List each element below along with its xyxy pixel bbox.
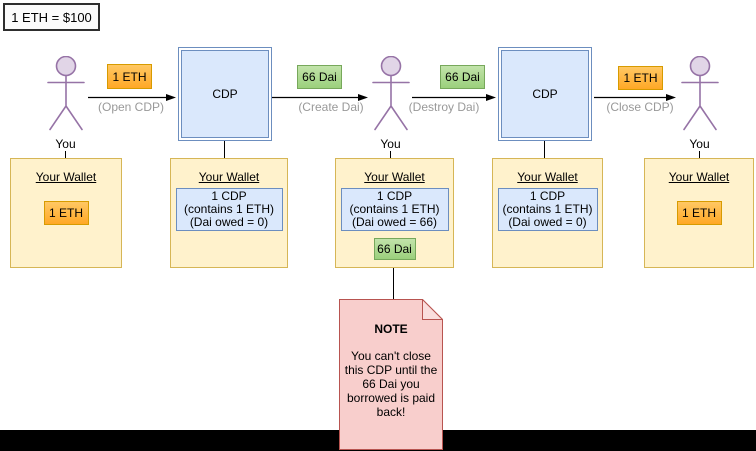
wallet-title: Your Wallet [668,170,730,184]
connector-cdp1-wallet2 [224,141,225,158]
note-shape [339,298,444,450]
cdp-box-2: CDP [498,47,592,141]
wallet-eth-badge: 1 ETH [43,201,89,225]
note-text: You can't close this CDP until the 66 Da… [339,349,443,419]
cdp-summary-line: (contains 1 ETH) [183,202,275,216]
cdp-summary-line: 1 CDP [376,189,413,203]
wallet-title: Your Wallet [35,170,97,184]
dai-amount-badge: 66 Dai [440,65,485,89]
wallet-dai-badge: 66 Dai [373,238,416,260]
badge-text: 1 ETH [112,69,147,84]
dai-amount-badge: 66 Dai [297,65,342,89]
badge-text: 1 ETH [623,71,658,85]
connector-actor3-wallet5 [699,148,700,158]
cdp-summary-line: 1 CDP [211,189,247,203]
arrow-close-cdp [594,93,676,102]
badge-text: 66 Dai [377,242,412,256]
actor-label-you-2: You [377,138,404,151]
badge-text: 66 Dai [302,70,337,84]
eth-price-banner: 1 ETH = $100 [3,3,100,31]
note-text-line: back! [376,405,406,419]
person-icon [372,56,410,131]
note-text-line: You can't close [351,349,431,363]
wallet-title: Your Wallet [198,170,260,184]
note-text-line: borrowed is paid [346,391,436,405]
note-title: NOTE [374,322,408,336]
note-box: NOTE You can't close this CDP until the … [339,298,444,450]
arrow-destroy-dai [412,93,496,102]
badge-text: 1 ETH [48,206,83,220]
action-label-create-dai: (Create Dai) [298,100,364,114]
connector-actor1-wallet1 [65,148,66,158]
note-text-line: 66 Dai you [362,377,420,391]
wallet-box-2: Your Wallet 1 CDP (contains 1 ETH) (Dai … [170,158,288,268]
wallet-box-4: Your Wallet 1 CDP (contains 1 ETH) (Dai … [492,158,603,268]
connector-wallet3-note [393,268,394,299]
wallet-cdp-summary: 1 CDP (contains 1 ETH) (Dai owed = 66) [340,188,449,231]
eth-amount-badge: 1 ETH [618,66,663,90]
cdp-summary-line: (contains 1 ETH) [349,202,440,216]
wallet-title: Your Wallet [364,170,425,184]
badge-text: 1 ETH [681,206,716,220]
cdp-box-label: CDP [212,87,238,101]
cdp-summary-line: (Dai owed = 0) [508,215,587,229]
action-label-close-cdp: (Close CDP) [606,100,674,114]
cdp-box-label: CDP [532,87,558,101]
connector-actor2-wallet3 [390,148,391,158]
person-icon [47,56,85,131]
eth-price-text: 1 ETH = $100 [11,9,92,25]
action-label-destroy-dai: (Destroy Dai) [408,100,480,114]
actor-label-you-1: You [52,138,79,151]
cdp-summary-line: (contains 1 ETH) [502,202,593,216]
note-text-line: this CDP until the [344,363,438,377]
action-label-open-cdp: (Open CDP) [97,100,165,114]
wallet-box-5: Your Wallet 1 ETH [644,158,754,268]
cdp-box-1: CDP [178,47,272,141]
wallet-cdp-summary: 1 CDP (contains 1 ETH) (Dai owed = 0) [497,188,598,231]
person-icon [681,56,719,131]
actor-label-you-3: You [686,138,713,151]
cdp-summary-line: 1 CDP [529,189,566,203]
wallet-eth-badge: 1 ETH [676,201,722,225]
cdp-summary-line: (Dai owed = 66) [351,215,438,229]
wallet-box-1: Your Wallet 1 ETH [10,158,122,268]
connector-cdp2-wallet4 [544,141,545,158]
arrow-create-dai [272,93,368,102]
badge-text: 66 Dai [445,70,480,84]
wallet-title: Your Wallet [517,170,578,184]
wallet-box-3: Your Wallet 1 CDP (contains 1 ETH) (Dai … [335,158,454,268]
eth-amount-badge: 1 ETH [107,64,152,89]
wallet-cdp-summary: 1 CDP (contains 1 ETH) (Dai owed = 0) [175,188,283,231]
arrow-open-cdp [88,93,176,102]
cdp-summary-line: (Dai owed = 0) [189,215,269,229]
